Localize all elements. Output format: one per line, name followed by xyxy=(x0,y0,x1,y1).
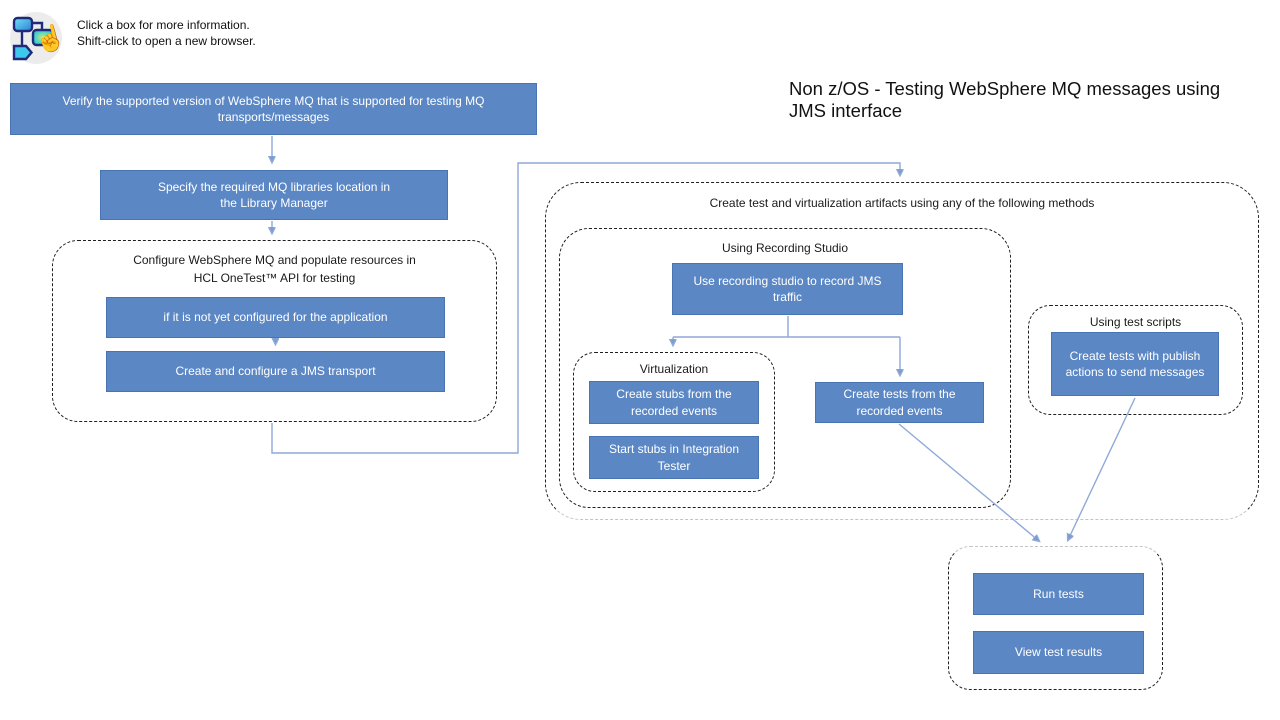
group-configure-title: Configure WebSphere MQ and populate reso… xyxy=(133,253,416,285)
legend-line2: Shift-click to open a new browser. xyxy=(77,33,256,48)
node-start-stubs[interactable]: Start stubs in Integration Tester xyxy=(589,436,759,479)
node-view-test-results[interactable]: View test results xyxy=(973,631,1144,674)
flowchart-click-icon: ☝ xyxy=(8,9,69,65)
node-create-tests-recorded[interactable]: Create tests from the recorded events xyxy=(815,382,984,423)
group-create-artifacts-title: Create test and virtualization artifacts… xyxy=(709,196,1095,210)
node-use-recording-studio[interactable]: Use recording studio to record JMS traff… xyxy=(672,263,903,315)
node-if-not-configured[interactable]: if it is not yet configured for the appl… xyxy=(106,297,445,338)
node-create-stubs[interactable]: Create stubs from the recorded events xyxy=(589,381,759,424)
group-run-and-view xyxy=(948,546,1163,690)
node-run-tests[interactable]: Run tests xyxy=(973,573,1144,615)
group-virtualization-title: Virtualization xyxy=(639,362,709,376)
legend-text: Click a box for more information. Shift-… xyxy=(77,18,256,50)
node-specify-mq-libraries[interactable]: Specify the required MQ libraries locati… xyxy=(100,170,448,220)
node-create-jms-transport[interactable]: Create and configure a JMS transport xyxy=(106,351,445,392)
legend-line1: Click a box for more information. xyxy=(77,18,250,32)
page-title: Non z/OS - Testing WebSphere MQ messages… xyxy=(789,78,1221,122)
legend: ☝ Click a box for more information. Shif… xyxy=(8,9,256,65)
node-verify-supported-version[interactable]: Verify the supported version of WebSpher… xyxy=(10,83,537,135)
group-recording-studio-title: Using Recording Studio xyxy=(721,241,849,255)
node-create-tests-publish[interactable]: Create tests with publish actions to sen… xyxy=(1051,332,1219,396)
group-test-scripts-title: Using test scripts xyxy=(1089,315,1182,329)
